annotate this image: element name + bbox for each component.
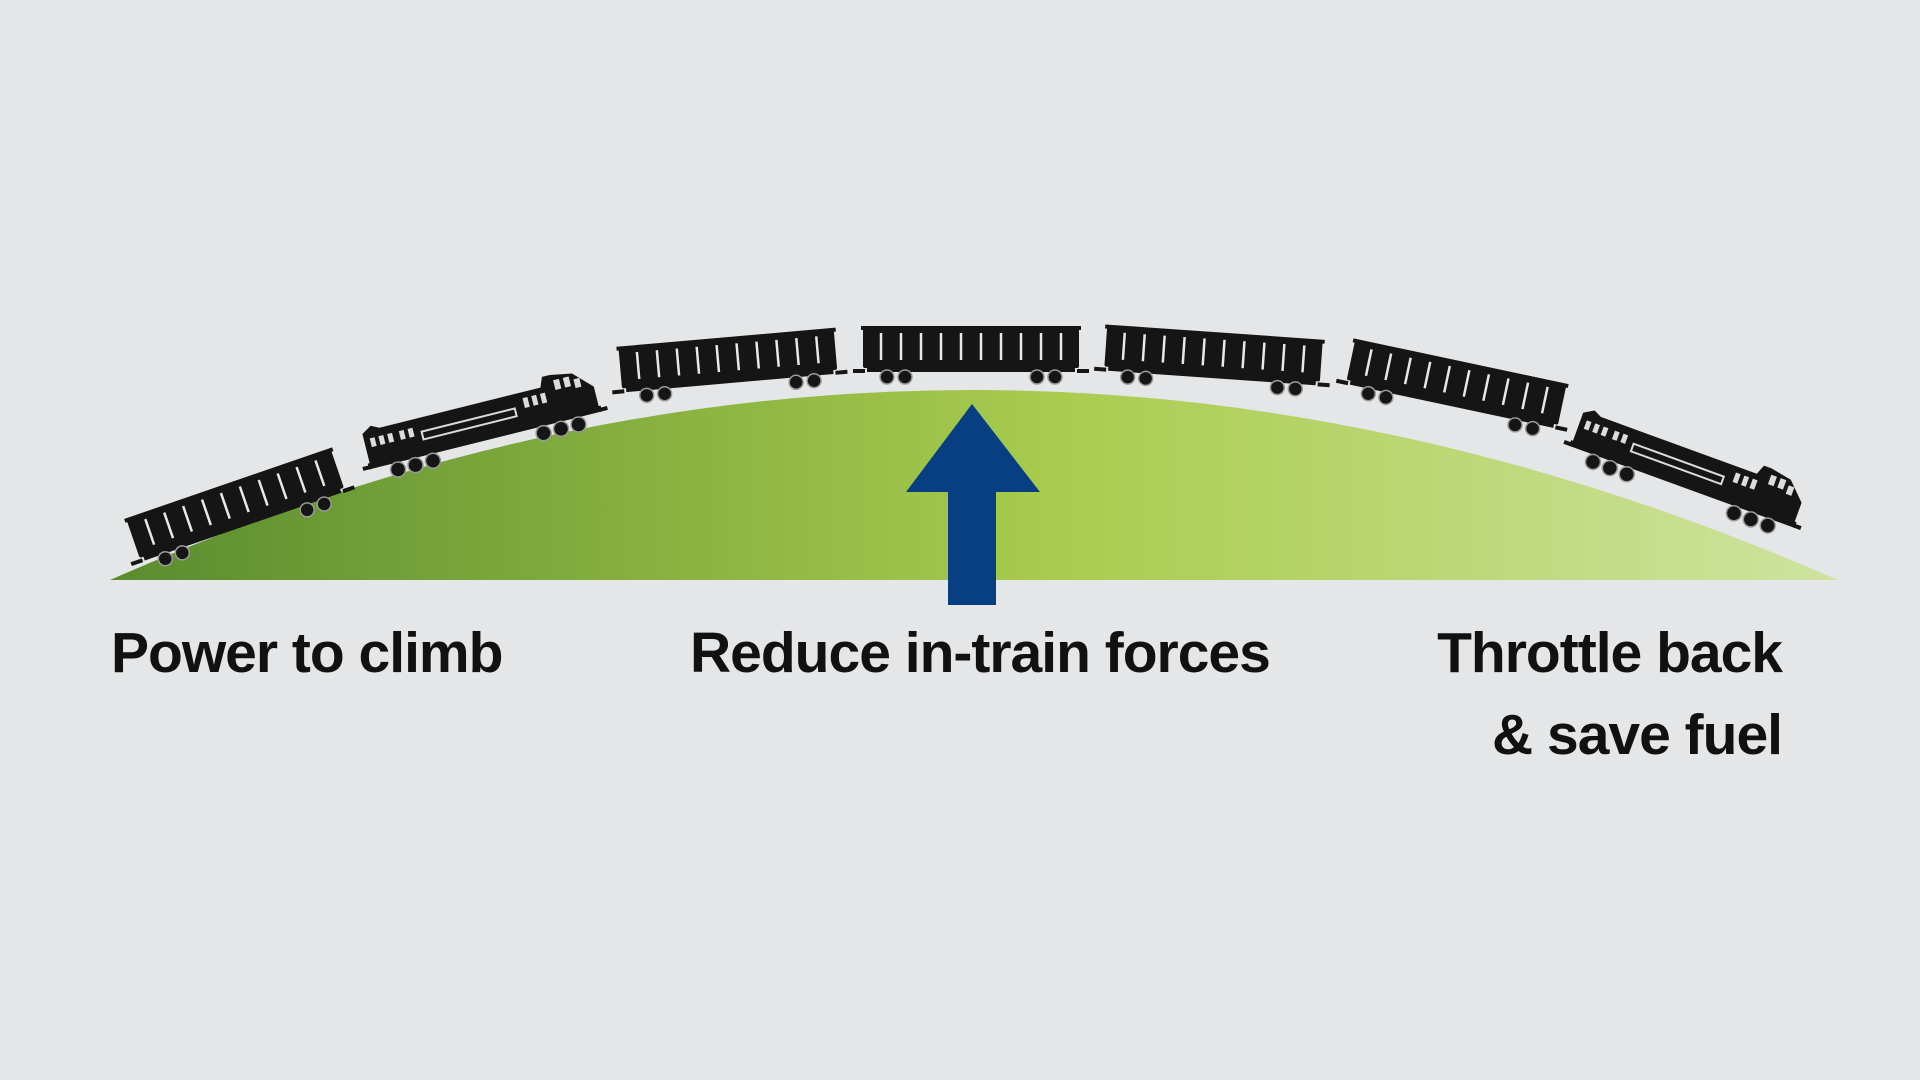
hopper-car-icon xyxy=(1092,322,1335,400)
label-reduce-in-train-forces: Reduce in-train forces xyxy=(690,621,1271,685)
up-arrow-icon xyxy=(906,404,1040,605)
hopper-car-icon xyxy=(851,324,1091,386)
label-throttle-back-line2: & save fuel xyxy=(1492,703,1783,767)
hopper-car-icon xyxy=(1332,335,1578,444)
label-throttle-back-line1: Throttle back xyxy=(1437,621,1783,685)
label-throttle-back: Throttle back & save fuel xyxy=(1437,612,1783,776)
label-power-to-climb: Power to climb xyxy=(111,621,503,685)
hopper-car-icon xyxy=(607,325,850,407)
